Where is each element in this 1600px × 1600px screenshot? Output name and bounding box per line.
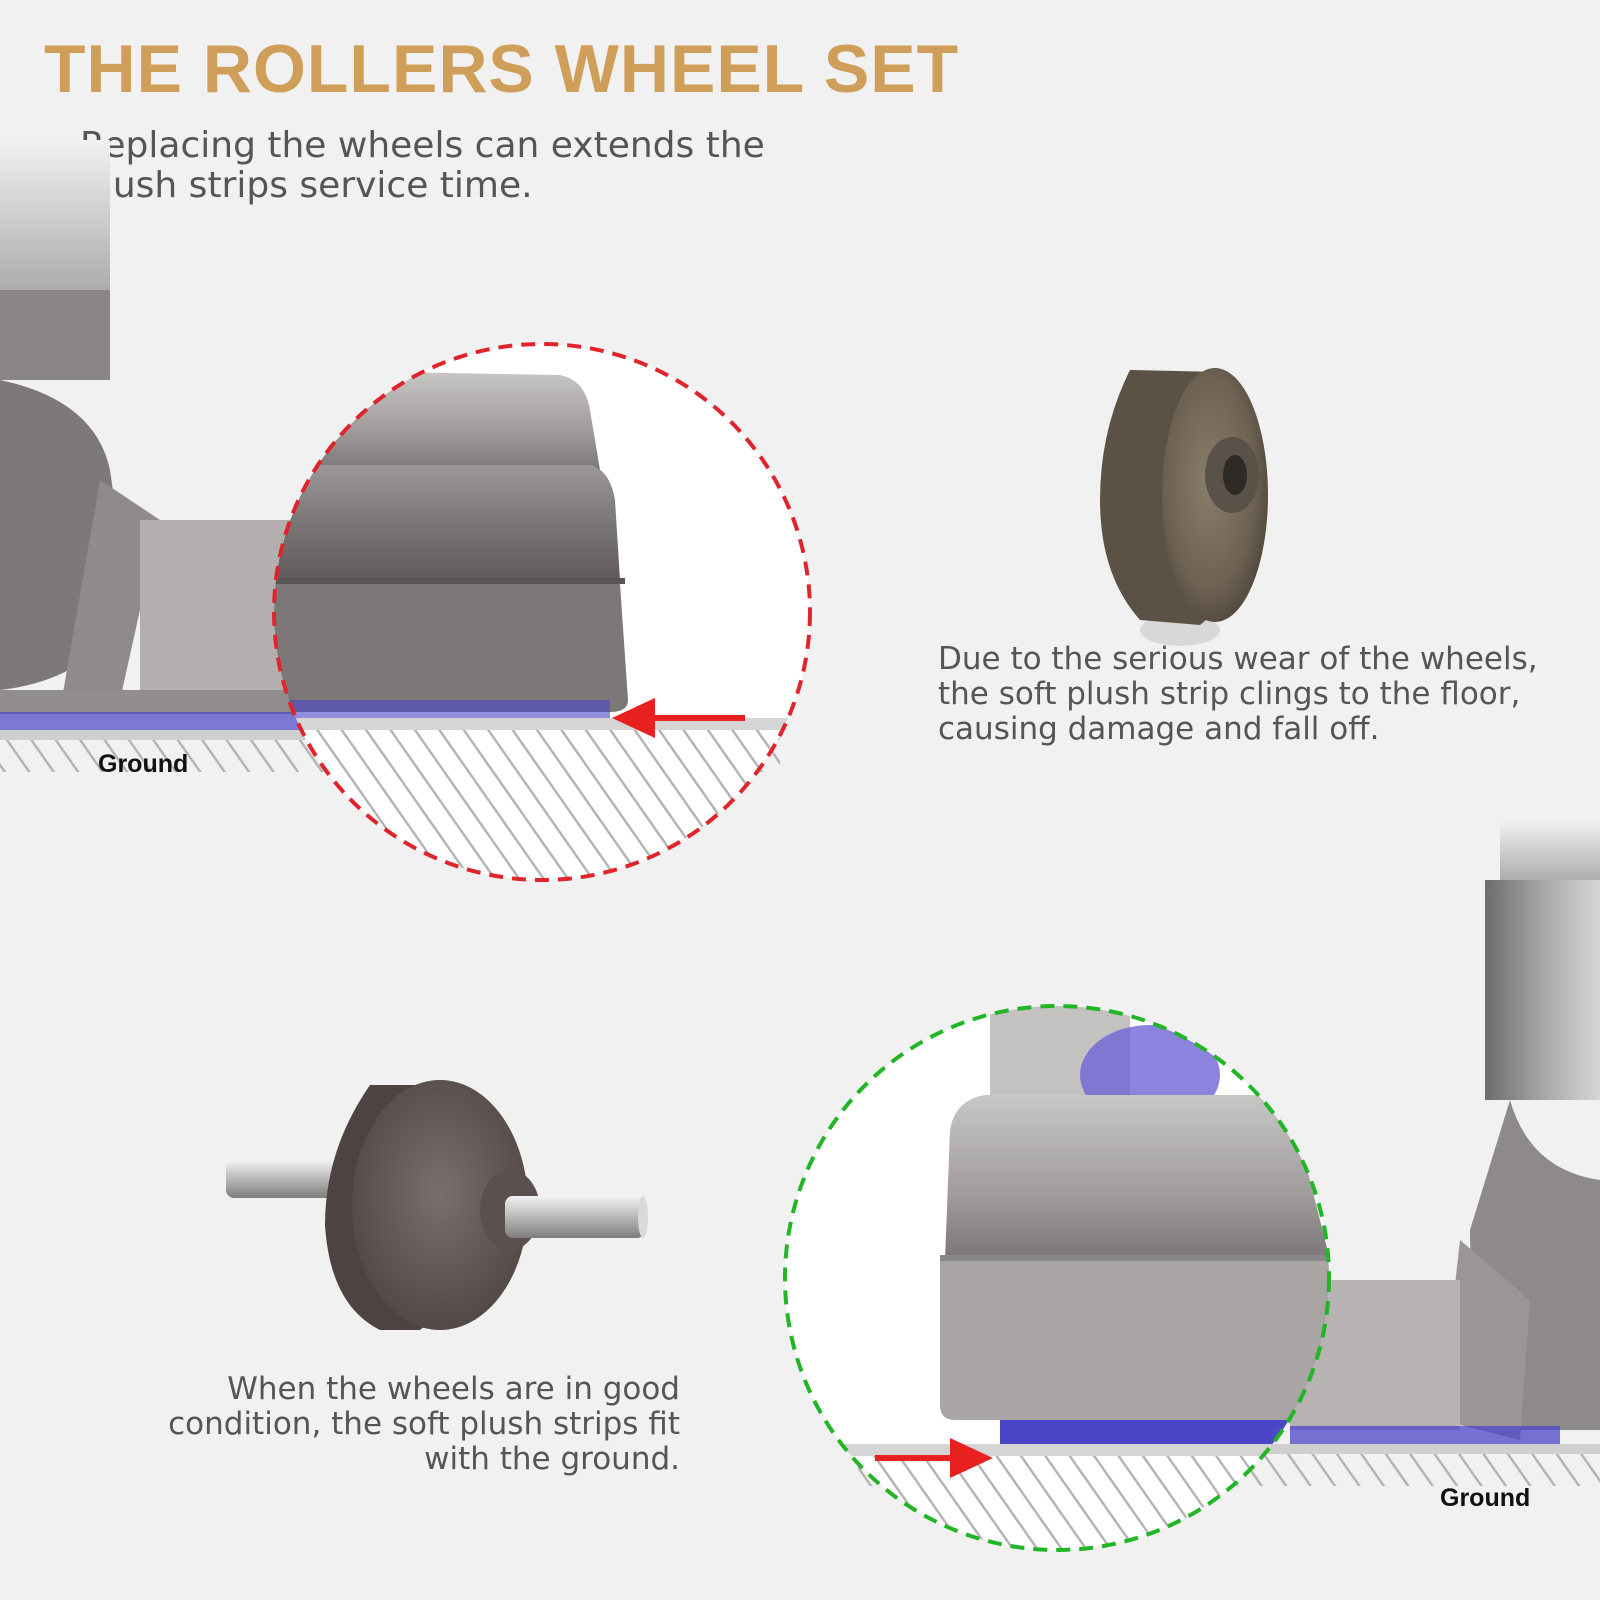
good-magnifier-circle — [783, 1004, 1331, 1552]
worn-vacuum-head — [0, 140, 310, 730]
worn-magnified-detail — [274, 370, 810, 880]
ground-label-top: Ground — [98, 750, 189, 778]
worn-wheel-description: Due to the serious wear of the wheels, t… — [938, 641, 1538, 747]
worn-arrow — [612, 698, 745, 738]
good-vacuum-head — [1290, 820, 1600, 1444]
good-wheel-description: When the wheels are in good condition, t… — [168, 1371, 680, 1477]
page-title: THE ROLLERS WHEEL SET — [44, 31, 960, 107]
ground-label-bottom: Ground — [1440, 1484, 1531, 1512]
worn-wheel-image — [1100, 368, 1268, 646]
good-wheel-image — [226, 1080, 648, 1330]
worn-magnifier-circle — [272, 342, 812, 882]
good-arrow — [875, 1438, 993, 1478]
subtitle-text: Replacing the wheels can extends the plu… — [80, 125, 765, 206]
